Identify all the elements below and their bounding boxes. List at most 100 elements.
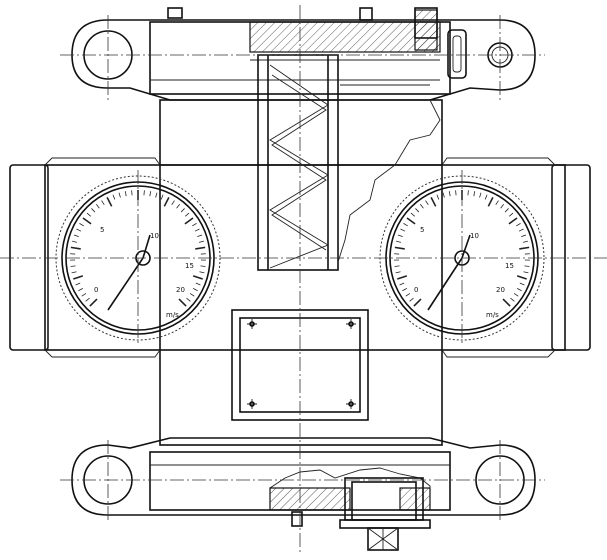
gauge-tick — [73, 234, 79, 238]
gauge-tick — [394, 246, 405, 250]
gauge-tick — [124, 191, 127, 197]
gauge-tick — [163, 197, 170, 207]
left-gauge-unit: m/s — [166, 311, 179, 319]
gauge-tick — [82, 217, 92, 225]
gauge-tick — [112, 194, 116, 200]
gauge-tick — [78, 287, 83, 292]
gauge-tick — [524, 265, 530, 267]
gauge-tick — [200, 265, 206, 267]
top-lifting-lug — [71, 7, 536, 101]
right-gauge-ticks — [394, 190, 530, 307]
spring-column — [257, 54, 441, 271]
bottom-lifting-lug — [71, 437, 536, 551]
gauge-tick — [415, 208, 420, 213]
gauge-tick — [89, 298, 98, 307]
gauge-tick — [106, 197, 113, 207]
gauge-tick — [484, 194, 488, 200]
gauge-tick — [86, 212, 92, 217]
gauge-tick — [193, 287, 198, 292]
gauge-tick — [79, 223, 84, 227]
gauge-tick — [155, 192, 158, 198]
gauge-tick — [184, 212, 190, 217]
gauge-tick — [510, 297, 515, 302]
gauge-tick — [70, 246, 81, 250]
gauge-tick — [413, 298, 422, 307]
gauge-tick — [516, 275, 527, 280]
gauge-tick — [96, 204, 100, 209]
gauge-tick — [189, 293, 195, 297]
left-gauge-label-20: 20 — [176, 286, 185, 294]
gauge-tick — [81, 293, 87, 297]
gauge-tick — [420, 204, 424, 209]
right-gauge-label-5: 5 — [420, 226, 424, 234]
gauge-tick — [436, 194, 440, 200]
cover-plate-bolts — [247, 319, 356, 409]
gauge-tick — [442, 192, 445, 198]
gauge-tick — [495, 200, 499, 206]
gauge-tick — [430, 197, 437, 207]
gauge-tick — [400, 228, 406, 232]
right-gauge-label-10: 10 — [470, 232, 479, 240]
gauge-tick — [508, 212, 514, 217]
gauge-tick — [516, 223, 521, 227]
right-gauge-label-20: 20 — [496, 286, 505, 294]
gauge-tick — [500, 204, 504, 209]
gauge-tick — [397, 275, 408, 280]
gauge-tick — [508, 217, 518, 225]
gauge-tick — [194, 228, 200, 232]
gauge-tick — [397, 234, 403, 238]
gauge-tick — [195, 282, 201, 286]
gauge-tick — [91, 208, 96, 213]
gauge-tick — [72, 240, 78, 243]
gauge-tick — [399, 282, 405, 286]
gauge-tick — [149, 191, 152, 197]
left-gauge-label-0: 0 — [94, 286, 98, 294]
right-gauge-label-15: 15 — [505, 262, 514, 270]
gauge-tick — [522, 240, 528, 243]
gauge-tick — [199, 271, 205, 274]
gauge-tick — [186, 297, 191, 302]
gauge-tick — [180, 208, 185, 213]
gauge-tick — [160, 194, 164, 200]
right-gauge-unit: m/s — [486, 311, 499, 319]
left-gauge-label-10: 10 — [150, 232, 159, 240]
gauge-tick — [406, 217, 416, 225]
left-gauge-label-5: 5 — [100, 226, 104, 234]
gauge-tick — [395, 271, 401, 274]
gauge-tick — [479, 192, 482, 198]
gauge-tick — [195, 246, 206, 250]
gauge-tick — [473, 191, 476, 197]
gauge-tick — [70, 265, 76, 267]
center-lines — [0, 5, 607, 555]
gauge-tick — [176, 204, 180, 209]
gauge-tick — [198, 240, 204, 243]
gauge-tick — [403, 223, 408, 227]
gauge-tick — [409, 297, 414, 302]
gauge-tick — [118, 192, 121, 198]
right-gauge-label-0: 0 — [414, 286, 418, 294]
gauge-tick — [519, 282, 525, 286]
gauge-tick — [184, 217, 194, 225]
gauge-tick — [519, 246, 530, 250]
gauge-tick — [85, 297, 90, 302]
gauge-tick — [192, 275, 203, 280]
gauge-tick — [521, 234, 527, 238]
gauge-tick — [394, 265, 400, 267]
gauge-tick — [405, 293, 411, 297]
gauge-tick — [513, 293, 519, 297]
gauge-tick — [410, 212, 416, 217]
gauge-tick — [448, 191, 451, 197]
gauge-tick — [523, 271, 529, 274]
gauge-tick — [178, 298, 187, 307]
gauge-tick — [504, 208, 509, 213]
gauge-tick — [171, 200, 175, 206]
left-gauge-label-15: 15 — [185, 262, 194, 270]
gauge-tick — [396, 240, 402, 243]
gauge-tick — [502, 298, 511, 307]
gauge-tick — [76, 228, 82, 232]
gauge-tick — [101, 200, 105, 206]
gauge-tick — [487, 197, 494, 207]
gauge-tick — [517, 287, 522, 292]
gauge-tick — [71, 271, 77, 274]
